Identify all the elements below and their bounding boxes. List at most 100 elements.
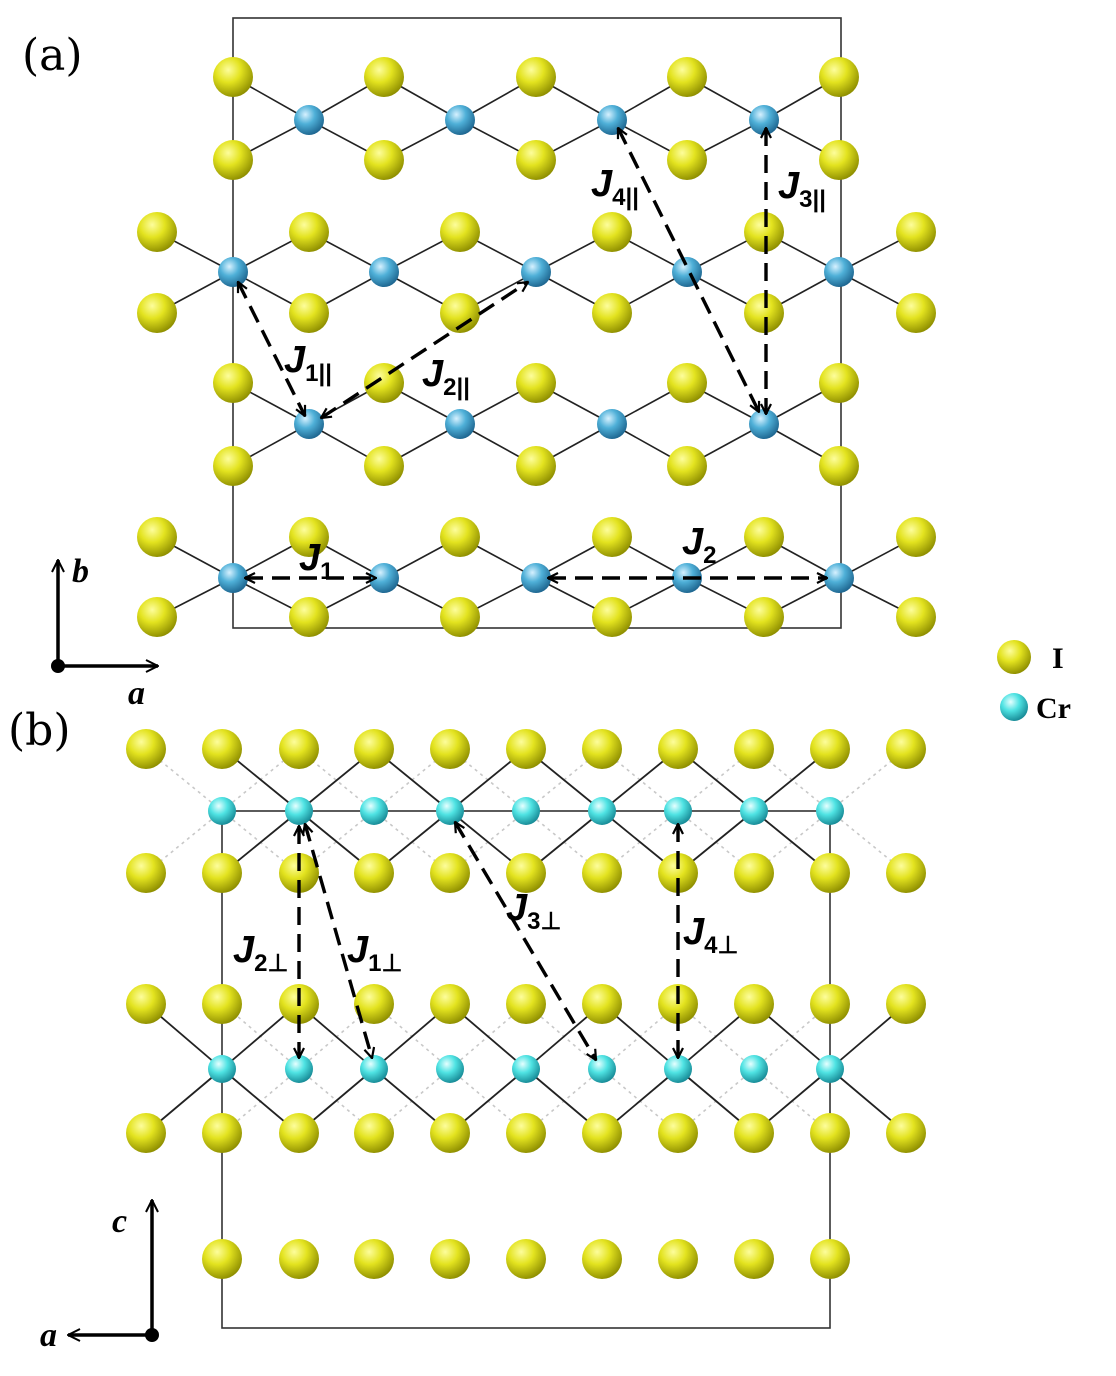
iodine-atom <box>516 446 556 486</box>
iodine-atom <box>126 853 166 893</box>
arrow-j3-perp <box>453 822 598 1060</box>
iodine-atom <box>137 517 177 557</box>
iodine-atom <box>440 212 480 252</box>
panel-label-b: (b) <box>8 705 71 756</box>
iodine-atom <box>506 729 546 769</box>
iodine-atom <box>582 1113 622 1153</box>
back-bond <box>829 748 907 812</box>
iodine-atom <box>667 57 707 97</box>
axes-b: c a <box>40 1200 159 1354</box>
exchange-arrows-a <box>236 128 827 578</box>
chromium-atom <box>749 409 779 439</box>
iodine-atom <box>213 363 253 403</box>
chromium-atom <box>816 797 844 825</box>
iodine-atom <box>582 1239 622 1279</box>
iodine-atom <box>896 212 936 252</box>
iodine-atom <box>658 1239 698 1279</box>
axis-label-c: c <box>112 1203 127 1240</box>
chromium-atom <box>294 105 324 135</box>
iodine-atom <box>896 597 936 637</box>
iodine-atom <box>734 853 774 893</box>
iodine-atom <box>819 363 859 403</box>
legend-chromium-swatch <box>1000 693 1028 721</box>
back-bond <box>829 810 907 874</box>
iodine-atom <box>516 140 556 180</box>
iodine-atom <box>667 446 707 486</box>
chromium-atom <box>588 797 616 825</box>
iodine-atom <box>202 1239 242 1279</box>
iodine-atom <box>886 984 926 1024</box>
chromium-atom <box>597 409 627 439</box>
iodine-atom <box>810 853 850 893</box>
chromium-atom <box>512 797 540 825</box>
iodine-atom <box>810 984 850 1024</box>
iodine-atom <box>506 984 546 1024</box>
iodine-atom <box>744 293 784 333</box>
iodine-atom <box>364 57 404 97</box>
chromium-atom <box>588 1055 616 1083</box>
legend-iodine-label: I <box>1052 642 1064 675</box>
iodine-atom <box>819 57 859 97</box>
exchange-arrows-b <box>299 822 678 1060</box>
iodine-atom <box>202 729 242 769</box>
iodine-atom <box>810 729 850 769</box>
chromium-atom <box>521 257 551 287</box>
iodine-atom <box>364 446 404 486</box>
chromium-atom <box>824 563 854 593</box>
iodine-atom <box>137 212 177 252</box>
iodine-atom <box>744 597 784 637</box>
chromium-atom <box>218 257 248 287</box>
iodine-atom <box>202 853 242 893</box>
iodine-atom <box>886 853 926 893</box>
chromium-atom <box>218 563 248 593</box>
arrow-j1-perp <box>305 824 372 1058</box>
label-j1-perp: J1⊥ <box>347 929 402 977</box>
chromium-atom <box>436 797 464 825</box>
iodine-atom <box>440 517 480 557</box>
chromium-atom <box>664 797 692 825</box>
iodine-atom <box>667 363 707 403</box>
iodine-atom <box>896 517 936 557</box>
label-j4-perp: J4⊥ <box>683 911 738 959</box>
iodine-atom <box>202 984 242 1024</box>
iodine-atom <box>592 293 632 333</box>
chromium-atom <box>824 257 854 287</box>
chromium-atom <box>208 797 236 825</box>
label-j2-perp: J2⊥ <box>233 929 288 977</box>
axis-label-a-panel-b: a <box>40 1317 57 1354</box>
chromium-atom <box>521 563 551 593</box>
chromium-atom <box>749 105 779 135</box>
arrow-j1-parallel <box>236 282 307 416</box>
iodine-atom <box>354 853 394 893</box>
iodine-atom <box>658 1113 698 1153</box>
iodine-atom <box>430 1239 470 1279</box>
back-bond <box>145 748 223 812</box>
chromium-atom <box>740 797 768 825</box>
iodine-atom <box>202 1113 242 1153</box>
panel-label-a: (a) <box>22 30 83 81</box>
iodine-atom <box>734 1239 774 1279</box>
legend: I Cr <box>997 640 1071 725</box>
iodine-atom <box>506 1239 546 1279</box>
iodine-atom <box>734 984 774 1024</box>
iodine-atom <box>279 1113 319 1153</box>
iodine-atom <box>592 597 632 637</box>
label-j1: J1 <box>299 537 334 585</box>
label-j2: J2 <box>682 521 717 569</box>
atoms-panel-a <box>137 57 936 637</box>
unit-cell-a <box>232 17 842 629</box>
chromium-atom <box>294 409 324 439</box>
axis-origin-a <box>51 659 65 673</box>
chromium-atom <box>360 797 388 825</box>
atoms-panel-b <box>126 729 926 1279</box>
iodine-atom <box>279 1239 319 1279</box>
iodine-atom <box>289 517 329 557</box>
axis-origin-b <box>145 1328 159 1342</box>
iodine-atom <box>886 1113 926 1153</box>
chromium-atom <box>597 105 627 135</box>
iodine-atom <box>582 729 622 769</box>
axis-label-a-panel-a: a <box>128 675 145 712</box>
iodine-atom <box>896 293 936 333</box>
chromium-atom <box>512 1055 540 1083</box>
